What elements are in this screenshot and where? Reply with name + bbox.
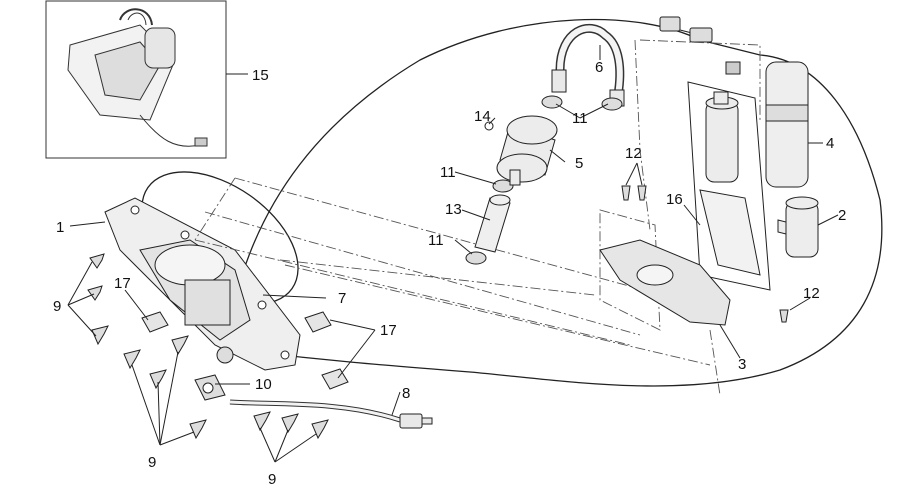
terminal-connector xyxy=(194,374,226,401)
fuel-hose xyxy=(551,23,625,107)
callout-1: 1 xyxy=(56,219,64,236)
callout-17-right: 17 xyxy=(380,322,397,339)
callout-8: 8 xyxy=(402,385,410,402)
callout-12-right: 12 xyxy=(803,285,820,302)
callout-17-left: 17 xyxy=(114,275,131,292)
callout-13: 13 xyxy=(445,201,462,218)
callout-11-mid: 11 xyxy=(440,164,456,181)
callout-9-left: 9 xyxy=(53,298,61,315)
callout-5: 5 xyxy=(575,155,583,172)
fuel-pump xyxy=(705,91,739,183)
ground-cable xyxy=(229,399,433,429)
alignment-lines xyxy=(194,39,761,396)
screws-9-left xyxy=(87,253,207,440)
leader-lines xyxy=(67,45,839,463)
callout-15: 15 xyxy=(252,67,269,84)
callout-3: 3 xyxy=(738,356,746,373)
callout-11-low: 11 xyxy=(428,232,444,249)
filter-sock xyxy=(699,189,761,276)
screws-12 xyxy=(621,185,789,323)
hose-segment xyxy=(474,194,511,253)
callout-7: 7 xyxy=(338,290,346,307)
small-washer xyxy=(484,121,494,131)
screws-9-bottom xyxy=(253,411,329,440)
fuel-filter xyxy=(496,115,558,186)
callout-4: 4 xyxy=(826,135,834,152)
harness-connector xyxy=(659,16,713,43)
retainers xyxy=(141,311,349,390)
flange-plate xyxy=(104,197,301,371)
callout-9-bottom-left: 9 xyxy=(148,454,156,471)
pump-base xyxy=(599,239,731,326)
inset-pump-assembly xyxy=(67,8,208,147)
pump-bracket-frame xyxy=(687,81,771,291)
callout-9-bottom: 9 xyxy=(268,471,276,488)
callout-labels: 15 6 14 11 5 11 13 11 12 4 16 2 12 1 7 9… xyxy=(53,59,846,488)
callout-14: 14 xyxy=(474,108,491,125)
callout-12-top: 12 xyxy=(625,145,642,162)
wiring-harness xyxy=(234,18,883,387)
callout-10: 10 xyxy=(255,376,272,393)
sender-cap xyxy=(777,196,819,258)
level-sender xyxy=(725,61,809,188)
callout-6: 6 xyxy=(595,59,603,76)
callout-16: 16 xyxy=(666,191,683,208)
callout-11-top: 11 xyxy=(572,110,588,127)
callout-2: 2 xyxy=(838,207,846,224)
